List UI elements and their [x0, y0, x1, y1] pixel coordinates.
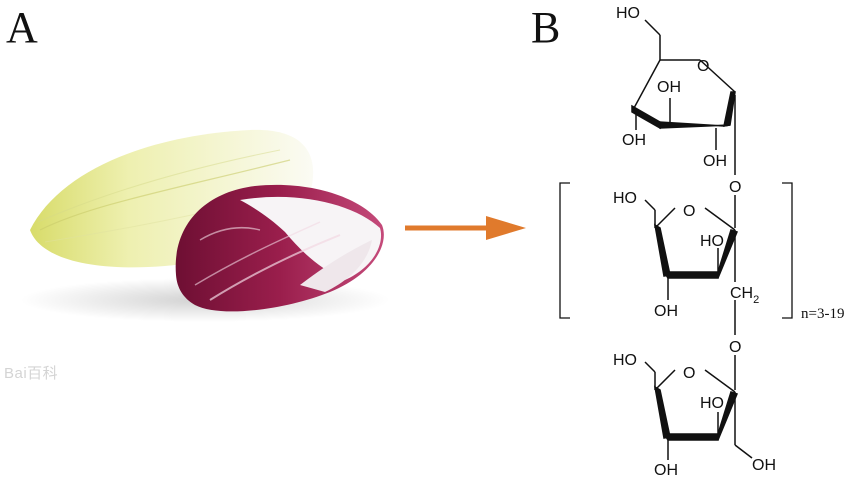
- arrow-icon: [405, 216, 526, 240]
- fructose-ring-repeat: [644, 195, 739, 335]
- glucose-oh-left: OH: [622, 132, 646, 149]
- link-oxygen-2: O: [729, 339, 741, 356]
- inulin-structure: [559, 19, 793, 460]
- fructose-end-oh-bottom: OH: [654, 462, 678, 479]
- link-oxygen-1: O: [729, 179, 741, 196]
- fructose-oh-top: HO: [613, 190, 637, 207]
- watermark-text: Bai百科: [4, 365, 59, 382]
- glucose-oh-bottom: OH: [703, 153, 727, 170]
- glucose-ring-o: O: [697, 58, 709, 75]
- fructose-oh-bottom: OH: [654, 303, 678, 320]
- fructose-end-oh-right: HO: [700, 395, 724, 412]
- panel-label-b: B: [531, 3, 561, 52]
- repeat-brackets: [559, 182, 793, 319]
- red-endive: [175, 184, 384, 312]
- fructose-oh-right: HO: [700, 233, 724, 250]
- glucose-ring: [631, 19, 736, 175]
- repeat-count-label: n=3-19: [801, 306, 844, 322]
- fructose-end-ring-o: O: [683, 365, 695, 382]
- glucose-oh-center: OH: [657, 79, 681, 96]
- glucose-oh-top: HO: [616, 5, 640, 22]
- fructose-end-oh-top: HO: [613, 352, 637, 369]
- fructose-ring-end: [644, 355, 753, 460]
- fructose-end-oh-terminal: OH: [752, 457, 776, 474]
- fructose-ring-o: O: [683, 203, 695, 220]
- fructose-ch2: CH2: [730, 285, 759, 306]
- panel-label-a: A: [6, 3, 38, 52]
- endive-illustration: [20, 129, 390, 322]
